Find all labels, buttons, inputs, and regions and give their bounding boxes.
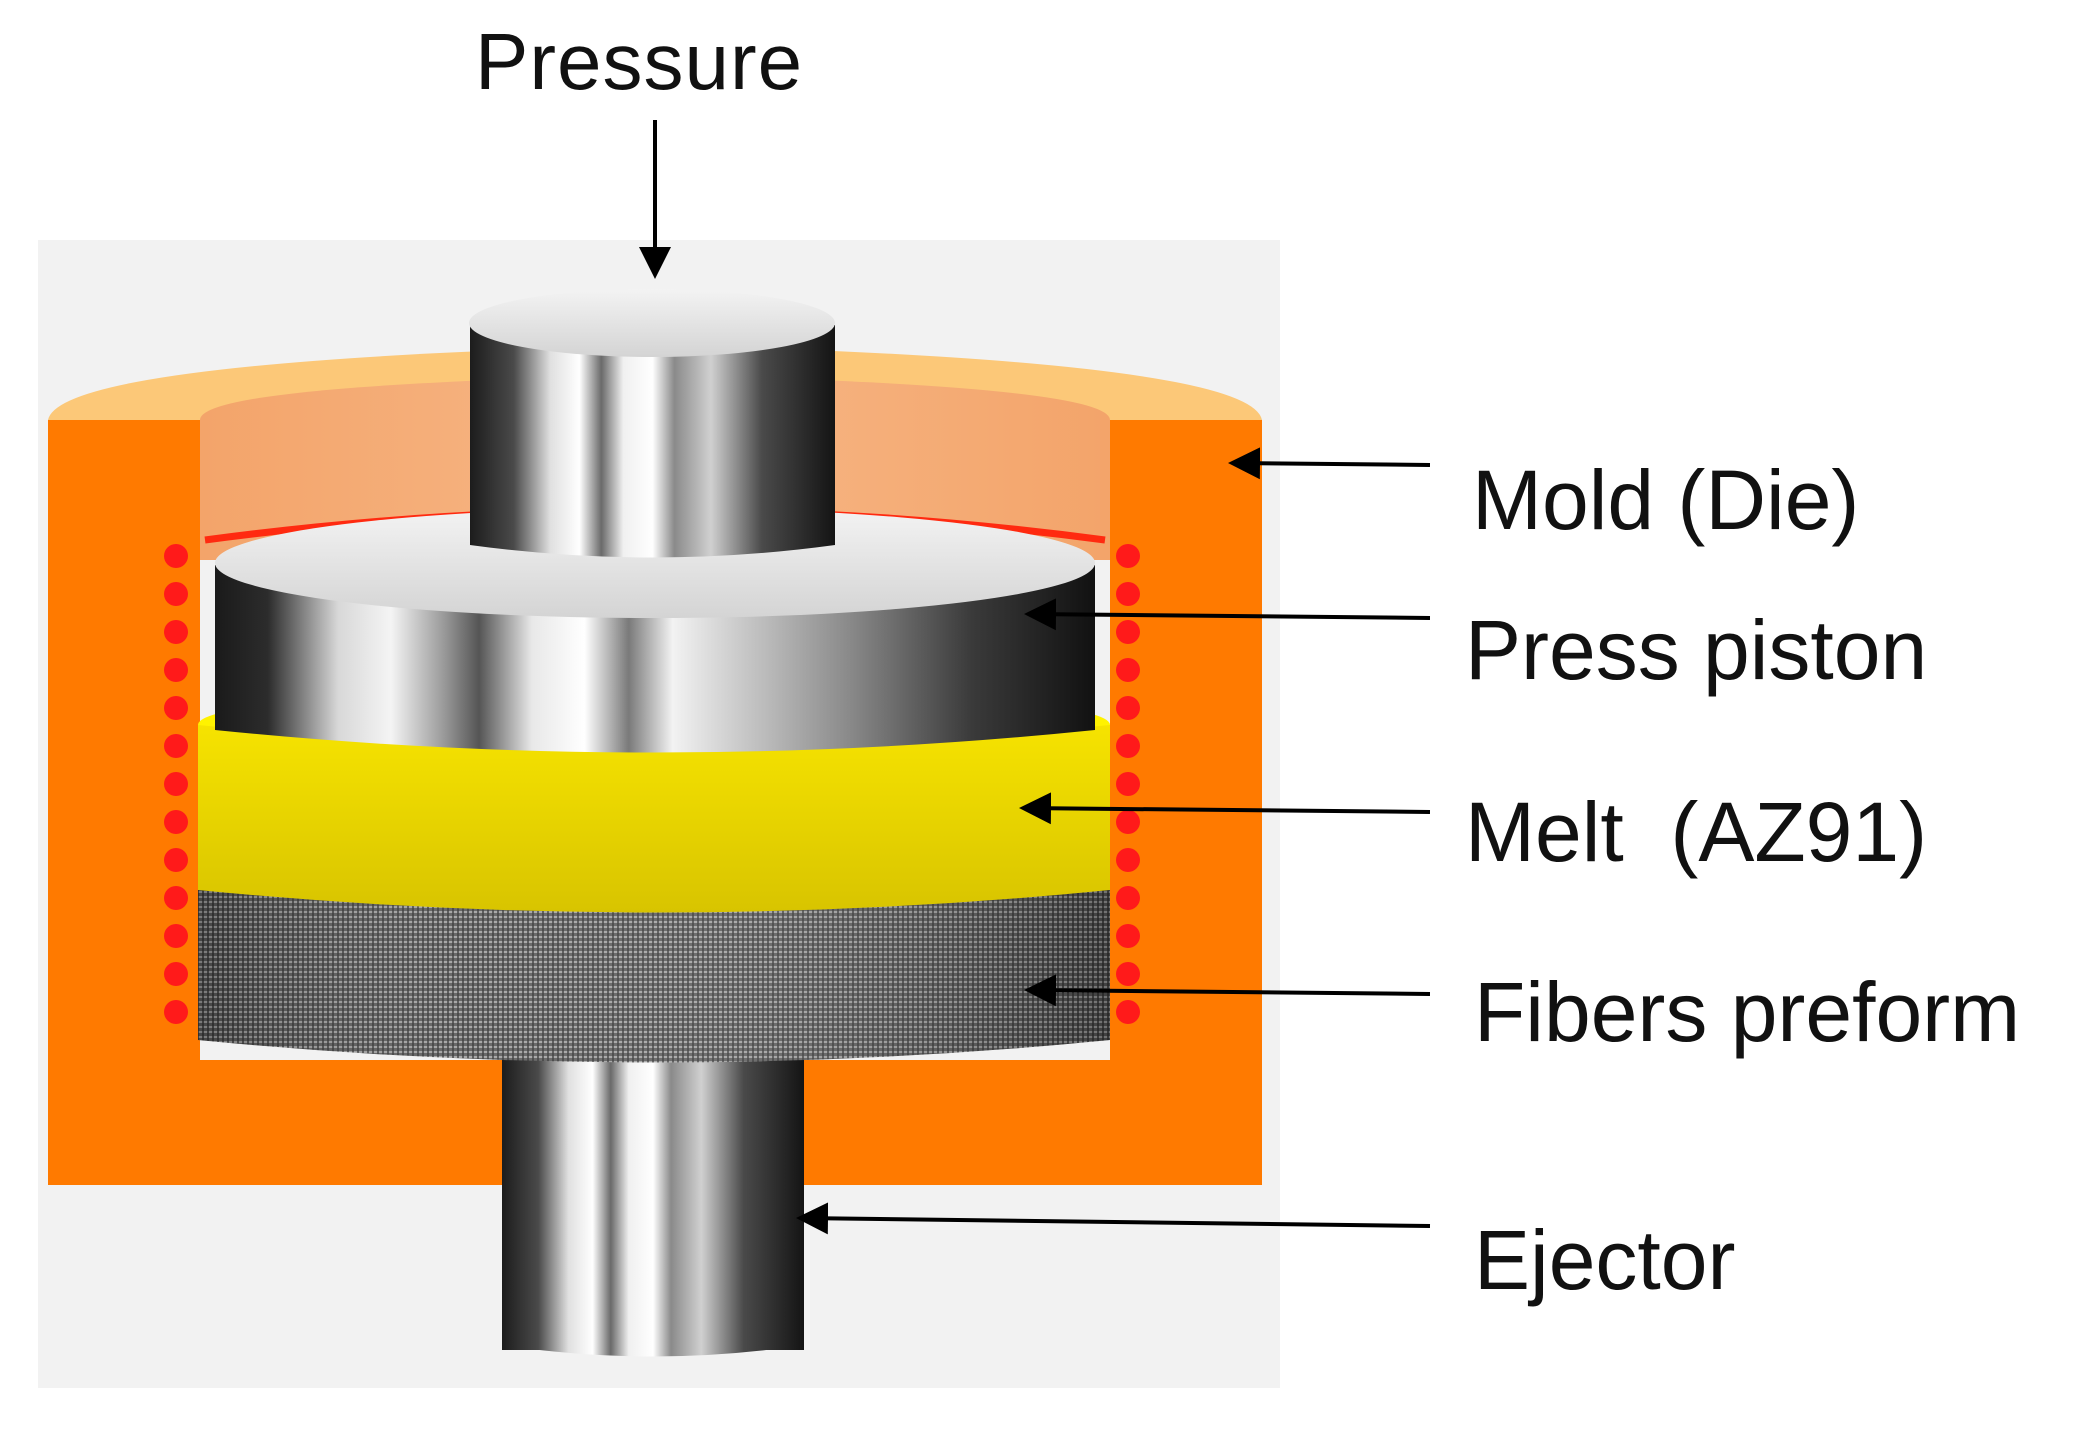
mold-arrow <box>1228 447 1431 480</box>
pressure-label: Pressure <box>475 17 804 106</box>
mold-label: Mold (Die) <box>1472 453 1860 547</box>
heater-dots-left <box>164 544 188 1024</box>
punch-cylinder <box>469 289 835 558</box>
ejector-arrow <box>796 1202 1431 1235</box>
mold-body <box>48 420 1262 1185</box>
ejector-label: Ejector <box>1474 1213 1736 1307</box>
press-piston <box>215 508 1095 753</box>
melt-label: Melt (AZ91) <box>1465 785 1928 879</box>
fibers-preform-label: Fibers preform <box>1474 965 2021 1059</box>
melt-arrow <box>1019 792 1431 825</box>
press-piston-label: Press piston <box>1465 603 1928 697</box>
fibers-arrow <box>1024 974 1431 1007</box>
piston-arrow <box>1024 598 1431 631</box>
ejector <box>502 1040 804 1357</box>
heater-dots-right <box>1116 544 1140 1024</box>
fibers-preform <box>198 888 1110 1063</box>
